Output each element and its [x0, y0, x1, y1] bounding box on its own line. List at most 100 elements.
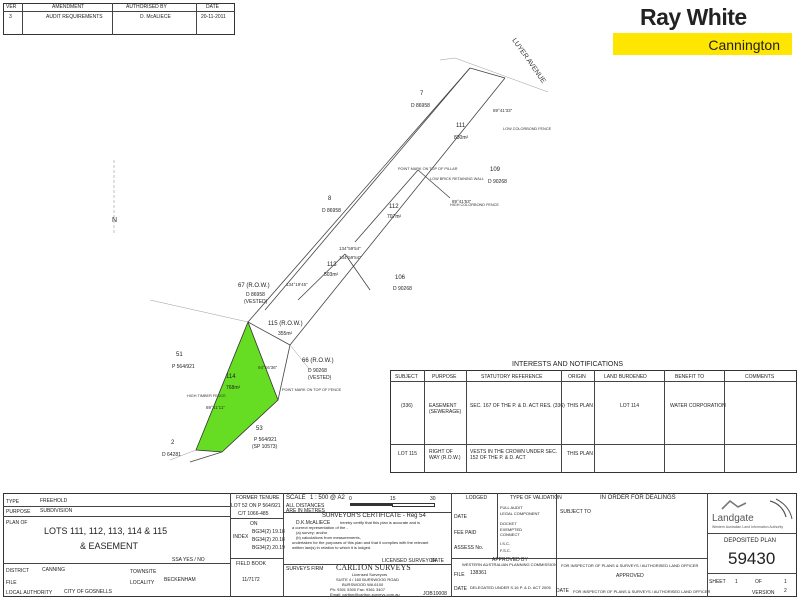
- interests-cell: RIGHT OF WAY (R.O.W.): [429, 449, 461, 461]
- index-row: BG34(2) 19.18: [252, 529, 285, 535]
- validation-item: LEGAL COMPONENT: [500, 511, 540, 516]
- interests-cell: LOT 115: [398, 451, 417, 457]
- interests-header: ORIGIN: [568, 374, 586, 380]
- lot-boundaries: [189, 67, 506, 463]
- lot-7-number: 7: [420, 91, 424, 97]
- scale-tick: 30: [430, 496, 436, 502]
- lot-114-number: 114: [226, 374, 236, 380]
- interests-header: LAND BURDENED: [604, 374, 647, 380]
- wapc-label: WESTERN AUSTRALIAN PLANNING COMMISSION: [462, 562, 557, 567]
- validation-item: DOCKET: [500, 521, 517, 526]
- former-tenure-label: FORMER TENURE: [236, 495, 280, 501]
- interests-cell: VESTS IN THE CROWN UNDER SEC. 152 OF THE…: [470, 449, 558, 461]
- lot-51-doc: P 564/921: [172, 364, 195, 370]
- job-label: JOB: [423, 591, 433, 597]
- purpose-label: PURPOSE: [6, 509, 31, 515]
- lot-53-note: (SP 10573): [252, 444, 278, 450]
- lot-2-doc: D 64281: [162, 452, 181, 458]
- plan-note: HIGH TIMBER FENCE: [187, 394, 226, 398]
- firm-line: Email: carlton@carlton-surveys.com.au: [330, 592, 400, 597]
- lot-112-area: 707m²: [387, 214, 402, 220]
- certificate-text: written law(s) in relation to which it i…: [292, 545, 372, 550]
- job-value: 10008: [433, 591, 447, 597]
- revision-cell: 20-11-2011: [201, 14, 226, 20]
- revision-cell: D. McALIECE: [140, 14, 171, 20]
- ssa-label: SSA YES / NO: [172, 557, 205, 563]
- interests-cell: THIS PLAN: [567, 451, 593, 457]
- approved-by-label: APPROVED BY: [492, 557, 528, 563]
- divider: [196, 3, 197, 35]
- landgate-name: Landgate: [712, 513, 754, 524]
- brand-bar: Cannington: [613, 33, 792, 55]
- north-arrow-icon: N: [112, 160, 117, 235]
- field-ref: 11/7172: [242, 577, 260, 583]
- certificate-name: D.K.McALIECE: [296, 520, 331, 526]
- plan-note: POINT MARK ON TOP OF FENCE: [282, 388, 342, 392]
- interests-frame: [390, 370, 797, 473]
- lot-109-number: 109: [490, 167, 501, 173]
- lot-67-doc: D 86958: [246, 292, 265, 298]
- divider: [283, 493, 284, 597]
- index-row: BG34(2) 20.19: [252, 545, 285, 551]
- interests-header: COMMENTS: [745, 374, 775, 380]
- plan-of-line2: & EASEMENT: [80, 541, 139, 551]
- certificate-text: a correct representation of the -: [292, 525, 348, 530]
- divider: [594, 370, 595, 473]
- revision-header-authorised: AUTHORISED BY: [126, 4, 167, 10]
- divider: [707, 493, 708, 597]
- certificate-text: undertaken for the purposes of this plan…: [292, 540, 429, 545]
- lot-67-number: 67 (R.O.W.): [238, 283, 270, 289]
- plan-of-line1: LOTS 111, 112, 113, 114 & 115: [44, 526, 168, 536]
- date-label: DATE: [454, 586, 467, 592]
- locality-value: BECKENHAM: [164, 577, 196, 583]
- type-label: TYPE: [6, 499, 20, 505]
- divider: [707, 573, 797, 574]
- revision-table-frame: [3, 3, 235, 35]
- certificate-text: (b) calculations from measurements,: [296, 535, 361, 540]
- version-label: VERSION: [752, 590, 775, 596]
- validation-item: F.S.C.: [500, 548, 511, 553]
- index-label: INDEX: [233, 534, 249, 540]
- date-label: DATE: [431, 558, 444, 564]
- version-value: 2: [784, 588, 787, 594]
- assessment-label: ASSESS No.: [454, 545, 484, 551]
- divider: [283, 564, 451, 565]
- divider: [451, 493, 452, 597]
- certificate-text: (a) survey; and/or: [296, 530, 328, 535]
- fee-label: FEE PAID: [454, 530, 477, 536]
- type-value: FREEHOLD: [40, 498, 68, 504]
- revision-header-ver: VER: [6, 4, 17, 10]
- divider: [451, 558, 556, 559]
- lot-51-number: 51: [176, 352, 183, 358]
- interests-header: SUBJECT: [395, 374, 418, 380]
- lot-115-area: 355m²: [278, 331, 293, 337]
- interests-cell: THIS PLAN: [567, 403, 593, 409]
- brand-logo: Ray White: [640, 4, 747, 30]
- landgate-sub: Western Australian Land Information Auth…: [712, 525, 784, 529]
- scale-tick: 0: [349, 496, 352, 502]
- scale-bar: [350, 503, 435, 507]
- adjacent-lines: [149, 57, 549, 461]
- local-authority-value: CITY OF GOSNELLS: [64, 589, 112, 595]
- divider: [664, 370, 665, 473]
- interests-cell: (336): [401, 403, 413, 409]
- bearing-label: 134°59'54": [339, 255, 361, 260]
- lot-66-note: (VESTED): [308, 375, 332, 381]
- lot-67-note: (VESTED): [244, 299, 268, 305]
- sheet-label: SHEET: [709, 579, 726, 585]
- firm-line: BURSWOOD WA 6100: [342, 582, 384, 587]
- divider: [561, 370, 562, 473]
- interests-cell: WATER CORPORATION: [670, 403, 726, 409]
- sheet-value: 1: [735, 579, 738, 585]
- divider: [497, 493, 498, 558]
- divider: [3, 506, 230, 507]
- divider: [390, 444, 797, 445]
- divider: [424, 370, 425, 473]
- interests-header: STATUTORY REFERENCE: [481, 374, 543, 380]
- plan-note: HIGH COLORBOND FENCE: [450, 203, 499, 207]
- index-row: BG34(2) 20.18: [252, 537, 285, 543]
- plan-note: LOW COLORBOND FENCE: [503, 127, 552, 131]
- divider: [22, 3, 23, 35]
- file-no-label: FILE: [454, 572, 465, 578]
- divider: [230, 493, 231, 597]
